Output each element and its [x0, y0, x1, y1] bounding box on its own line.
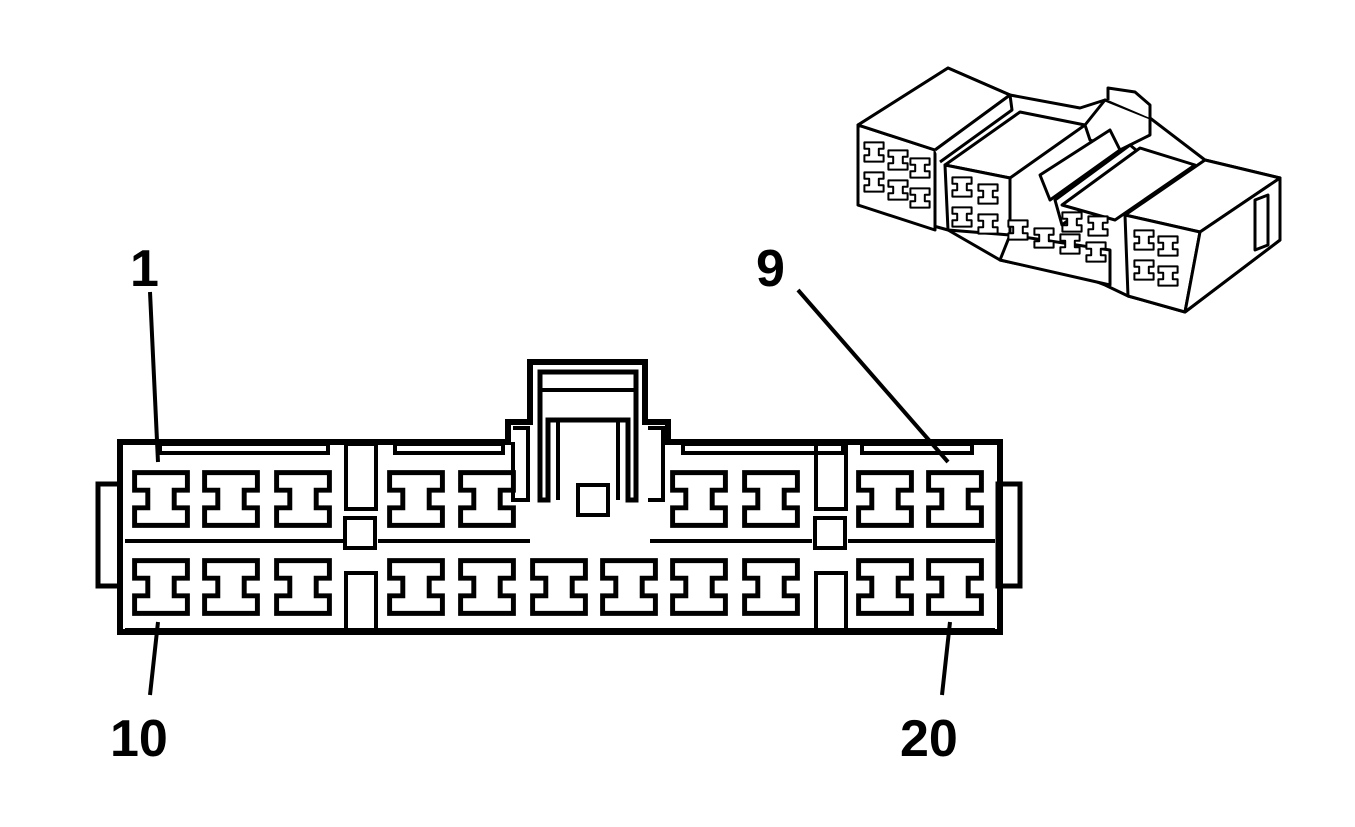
bottom-row-cavities [135, 561, 982, 614]
cavity-16 [603, 561, 656, 614]
label-pin-10: 10 [110, 710, 168, 768]
cavity-9 [929, 473, 982, 526]
label-pin-9: 9 [756, 240, 785, 298]
cavity-13 [390, 561, 443, 614]
center-latch [537, 369, 639, 503]
cavity-7 [745, 473, 798, 526]
leader-pin-1 [148, 291, 160, 463]
cavity-18 [745, 561, 798, 614]
left-side-ear [95, 481, 123, 589]
connector-3d-view [856, 66, 1282, 314]
label-pin-1: 1 [130, 240, 159, 298]
label-pin-20: 20 [900, 710, 958, 768]
cavity-8 [859, 473, 912, 526]
cavity-10 [135, 561, 188, 614]
cavity-12 [277, 561, 330, 614]
cavity-14 [461, 561, 514, 614]
leader-pin-20 [940, 621, 952, 696]
cavity-17 [673, 561, 726, 614]
cavity-19 [859, 561, 912, 614]
connector-front-view [95, 359, 1023, 635]
cavity-6 [673, 473, 726, 526]
housing-outline [117, 359, 1003, 635]
cavity-5 [461, 473, 514, 526]
cavity-11 [205, 561, 258, 614]
cavity-4 [390, 473, 443, 526]
cavity-15 [533, 561, 586, 614]
cavity-1 [135, 473, 188, 526]
leader-lines [148, 288, 952, 696]
cavity-3 [277, 473, 330, 526]
cavity-20 [929, 561, 982, 614]
leader-pin-9 [796, 288, 950, 464]
leader-pin-10 [148, 621, 160, 696]
polarizing-key [576, 483, 610, 517]
cavity-2 [205, 473, 258, 526]
